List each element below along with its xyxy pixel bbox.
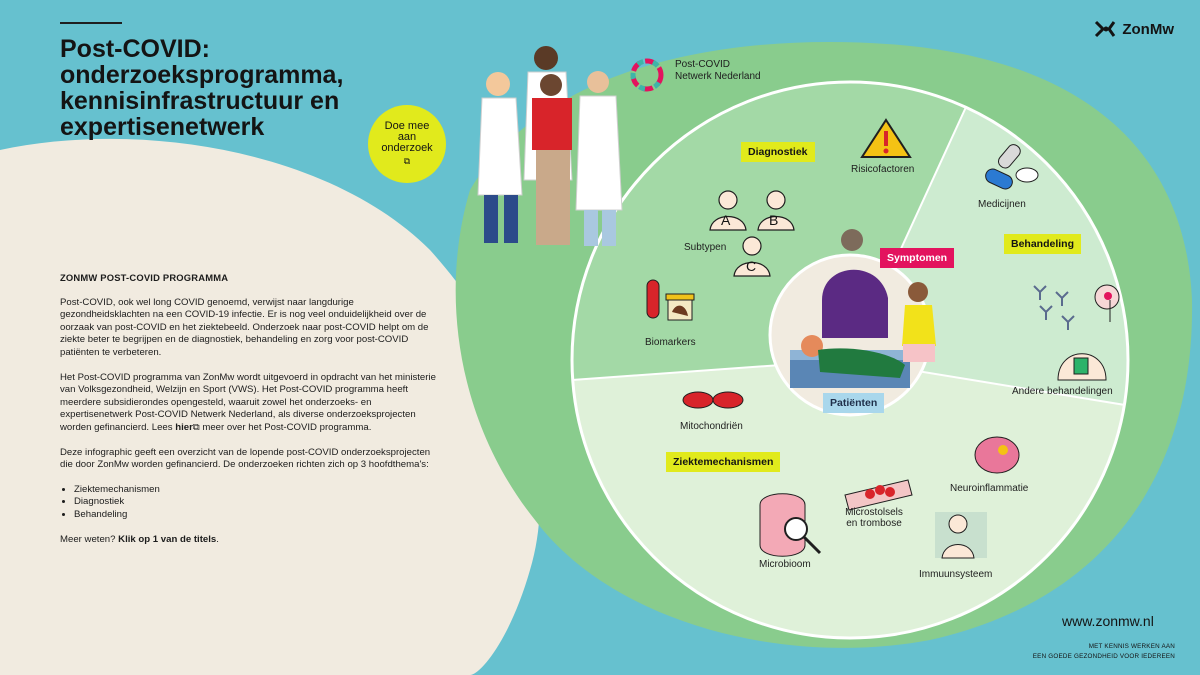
intro-paragraph: Deze infographic geeft een overzicht van… [60, 446, 431, 471]
page-title-line: kennisinfrastructuur en [60, 87, 340, 115]
external-link-icon: ⧉ [403, 156, 411, 166]
intro-paragraph: Post-COVID, ook wel long COVID genoemd, … [60, 296, 429, 358]
subtype-letter: C [746, 258, 757, 274]
microbiome-icon [759, 493, 822, 557]
cta-line: aan [397, 131, 417, 143]
network-logo-icon [630, 58, 664, 92]
intro-text: ZONMW POST-COVID PROGRAMMA Post-COVID, o… [60, 272, 440, 558]
label-neuroinflammatie[interactable]: Neuroinflammatie [950, 483, 1029, 494]
pills-icon [985, 144, 1039, 190]
more-info: Meer weten? Klik op 1 van de titels. [60, 534, 440, 547]
network-link[interactable]: Post-COVID Netwerk Nederland [675, 59, 785, 83]
intro-paragraph-text: meer over het Post-COVID programma. [202, 421, 372, 433]
doctors-illustration [477, 46, 623, 246]
slogan-line: EEN GOEDE GEZONDHEID VOOR IEDEREEN [1032, 653, 1175, 660]
more-info-action: Klik op 1 van de titels [118, 533, 217, 545]
blood-clot-icon [844, 479, 913, 511]
title-rule [60, 22, 122, 24]
more-info-prefix: Meer weten? [60, 533, 116, 545]
themes-list: Ziektemechanismen Diagnostiek Behandelin… [60, 484, 440, 522]
antibodies-icon [1033, 285, 1075, 330]
list-item: Ziektemechanismen [74, 484, 440, 497]
page-title: Post-COVID: onderzoeksprogramma, kennisi… [60, 36, 390, 140]
zonmw-logo-icon [1095, 20, 1116, 38]
brain-icon [974, 436, 1020, 474]
label-mitochondrien[interactable]: Mitochondriën [680, 421, 743, 432]
label-andere-behandelingen[interactable]: Andere behandelingen [1012, 386, 1113, 397]
tab-behandeling[interactable]: Behandeling [1004, 234, 1082, 254]
subtype-letter: A [721, 212, 731, 228]
network-line: Netwerk Nederland [675, 71, 761, 82]
join-research-button[interactable]: Doe mee aan onderzoek ⧉ [368, 105, 446, 183]
intro-heading: ZONMW POST-COVID PROGRAMMA [60, 272, 229, 283]
cta-line: Doe mee [384, 120, 430, 132]
zonmw-logo[interactable]: ZonMw [1094, 20, 1174, 38]
label-risicofactoren[interactable]: Risicofactoren [851, 164, 915, 175]
label-biomarkers[interactable]: Biomarkers [645, 337, 696, 348]
logo-text: ZonMw [1122, 20, 1174, 38]
website-link[interactable]: www.zonmw.nl [1062, 613, 1154, 629]
subtype-heads-icon [709, 190, 795, 277]
tab-ziektemechanismen[interactable]: Ziektemechanismen [666, 452, 781, 472]
brain-stimulation-icon [1094, 284, 1120, 322]
read-more-link[interactable]: hier [175, 421, 193, 433]
cta-line: onderzoek [381, 142, 433, 154]
label-immuunsysteem[interactable]: Immuunsysteem [919, 569, 993, 580]
intro-paragraph-text: Het Post-COVID programma van ZonMw wordt… [60, 371, 436, 433]
page-title-line: expertisenetwerk [60, 113, 265, 141]
tab-symptomen[interactable]: Symptomen [880, 248, 955, 268]
more-info-suffix: . [216, 533, 219, 545]
list-item: Diagnostiek [74, 496, 440, 509]
torso-icon [1057, 353, 1107, 381]
warning-icon [860, 118, 912, 158]
page-title-line: onderzoeksprogramma, [60, 61, 344, 89]
label-microbioom[interactable]: Microbioom [759, 559, 811, 570]
tab-patienten[interactable]: Patiënten [823, 393, 885, 413]
label-line: Microstolsels [845, 507, 903, 518]
slogan-line: MET KENNIS WERKEN AAN [1088, 643, 1175, 650]
page-title-line: Post-COVID: [60, 35, 210, 63]
subtype-letter: B [769, 212, 779, 228]
label-subtypen[interactable]: Subtypen [684, 242, 727, 253]
tab-diagnostiek[interactable]: Diagnostiek [741, 142, 815, 162]
label-medicijnen[interactable]: Medicijnen [978, 199, 1026, 210]
immune-system-icon [935, 512, 987, 559]
label-microstolsels[interactable]: Microstolsels en trombose [824, 507, 924, 529]
slogan: MET KENNIS WERKEN AAN EEN GOEDE GEZONDHE… [1000, 642, 1175, 662]
list-item: Behandeling [74, 509, 440, 522]
external-link-icon: ⧉ [192, 421, 200, 433]
biomarkers-icon [646, 279, 695, 321]
label-line: en trombose [846, 518, 902, 529]
network-line: Post-COVID [675, 59, 731, 70]
intro-paragraph: Het Post-COVID programma van ZonMw wordt… [60, 372, 440, 435]
mitochondria-icon [682, 391, 744, 409]
